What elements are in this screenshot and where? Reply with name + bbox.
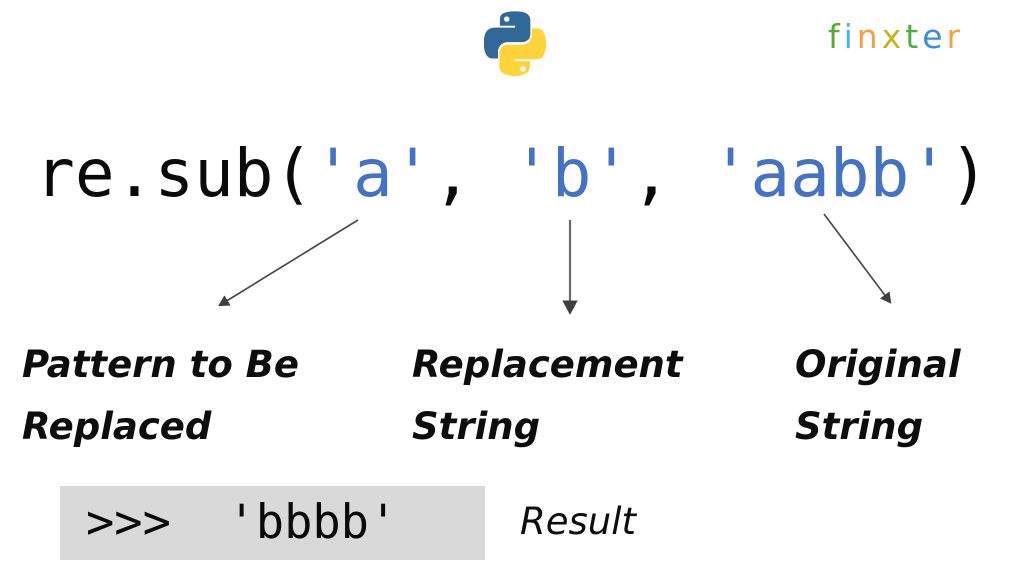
caption-pattern-to-be-replaced: Pattern to Be Replaced <box>22 343 299 448</box>
code-token-comma-1: , <box>432 135 512 212</box>
finxter-letter-r: r <box>946 16 965 56</box>
code-token-call: re.sub( <box>35 135 314 212</box>
result-console-box: >>> 'bbbb' <box>60 486 485 560</box>
finxter-letter-t: t <box>905 16 923 56</box>
code-token-close-paren: ) <box>949 135 989 212</box>
caption-original-string: Original String <box>795 343 961 448</box>
result-value: 'bbbb' <box>227 495 398 550</box>
arrow-to-original <box>823 213 892 304</box>
python-logo-icon <box>484 10 546 82</box>
arrow-to-pattern <box>218 219 359 307</box>
finxter-letter-f: f <box>828 16 844 56</box>
code-token-original-arg: 'aabb' <box>710 135 950 212</box>
finxter-letter-i: i <box>843 16 857 56</box>
finxter-letter-e: e <box>922 16 947 56</box>
python-logo-eye-bottom <box>520 66 526 72</box>
result-spacer <box>171 496 228 550</box>
code-token-replacement-arg: 'b' <box>511 135 632 212</box>
caption-result: Result <box>520 500 636 543</box>
code-token-comma-2: , <box>631 135 711 212</box>
finxter-letter-n: n <box>856 16 882 56</box>
python-logo-yellow-half <box>499 27 546 77</box>
python-logo-eye-top <box>504 16 510 22</box>
result-prompt: >>> <box>86 495 171 550</box>
caption-replacement-string: Replacement String <box>412 343 683 448</box>
finxter-letter-x: x <box>881 16 906 56</box>
python-logo-blue-half <box>484 11 531 59</box>
code-token-pattern-arg: 'a' <box>313 135 433 212</box>
code-expression: re.sub('a', 'b', 'aabb') <box>0 128 1024 220</box>
